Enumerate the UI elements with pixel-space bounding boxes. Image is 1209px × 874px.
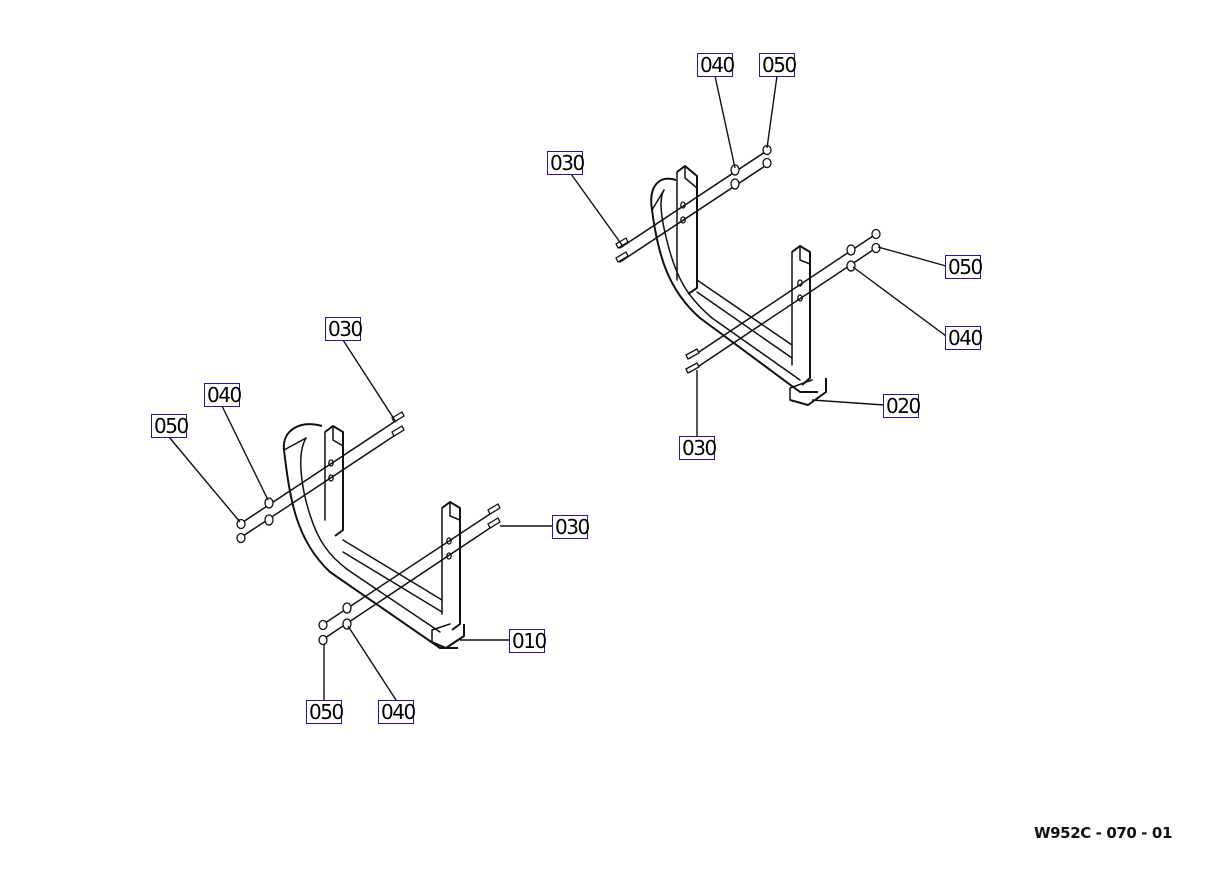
callout-040-mid-right: 040: [945, 326, 983, 350]
leader-lines-010: [168, 339, 554, 701]
bracket-010-right-upright: [441, 501, 461, 631]
bracket-020-left-upright: [676, 165, 698, 295]
callout-040-bottom-left: 040: [378, 700, 416, 724]
bracket-020-curved-rail: [650, 177, 818, 393]
bracket-010-left-upright: [324, 425, 344, 537]
callout-050-top-right: 050: [759, 53, 797, 77]
callout-050-mid-right: 050: [945, 255, 983, 279]
bracket-010-curved-rail: [282, 423, 458, 649]
callout-050-upper-left: 050: [151, 414, 189, 438]
bracket-010-drawing: [282, 423, 465, 649]
callout-040-top-right: 040: [697, 53, 735, 77]
bracket-020-drawing: [650, 165, 827, 406]
callout-040-upper-left: 040: [204, 383, 242, 407]
hardware-020-drawing: [615, 144, 881, 374]
callout-030-lower-right: 030: [679, 436, 717, 460]
callout-030-right-left-assembly: 030: [552, 515, 590, 539]
callout-030-top-left: 030: [325, 317, 363, 341]
callout-030-upper-right: 030: [547, 151, 585, 175]
leader-lines-020: [570, 75, 947, 436]
callout-020-bracket: 020: [883, 394, 921, 418]
bracket-020-right-upright: [791, 245, 811, 386]
callout-010-bracket: 010: [509, 629, 547, 653]
drawing-reference-code: W952C - 070 - 01: [1034, 824, 1172, 842]
hardware-010-drawing: [236, 411, 501, 646]
callout-050-bottom-left: 050: [306, 700, 344, 724]
